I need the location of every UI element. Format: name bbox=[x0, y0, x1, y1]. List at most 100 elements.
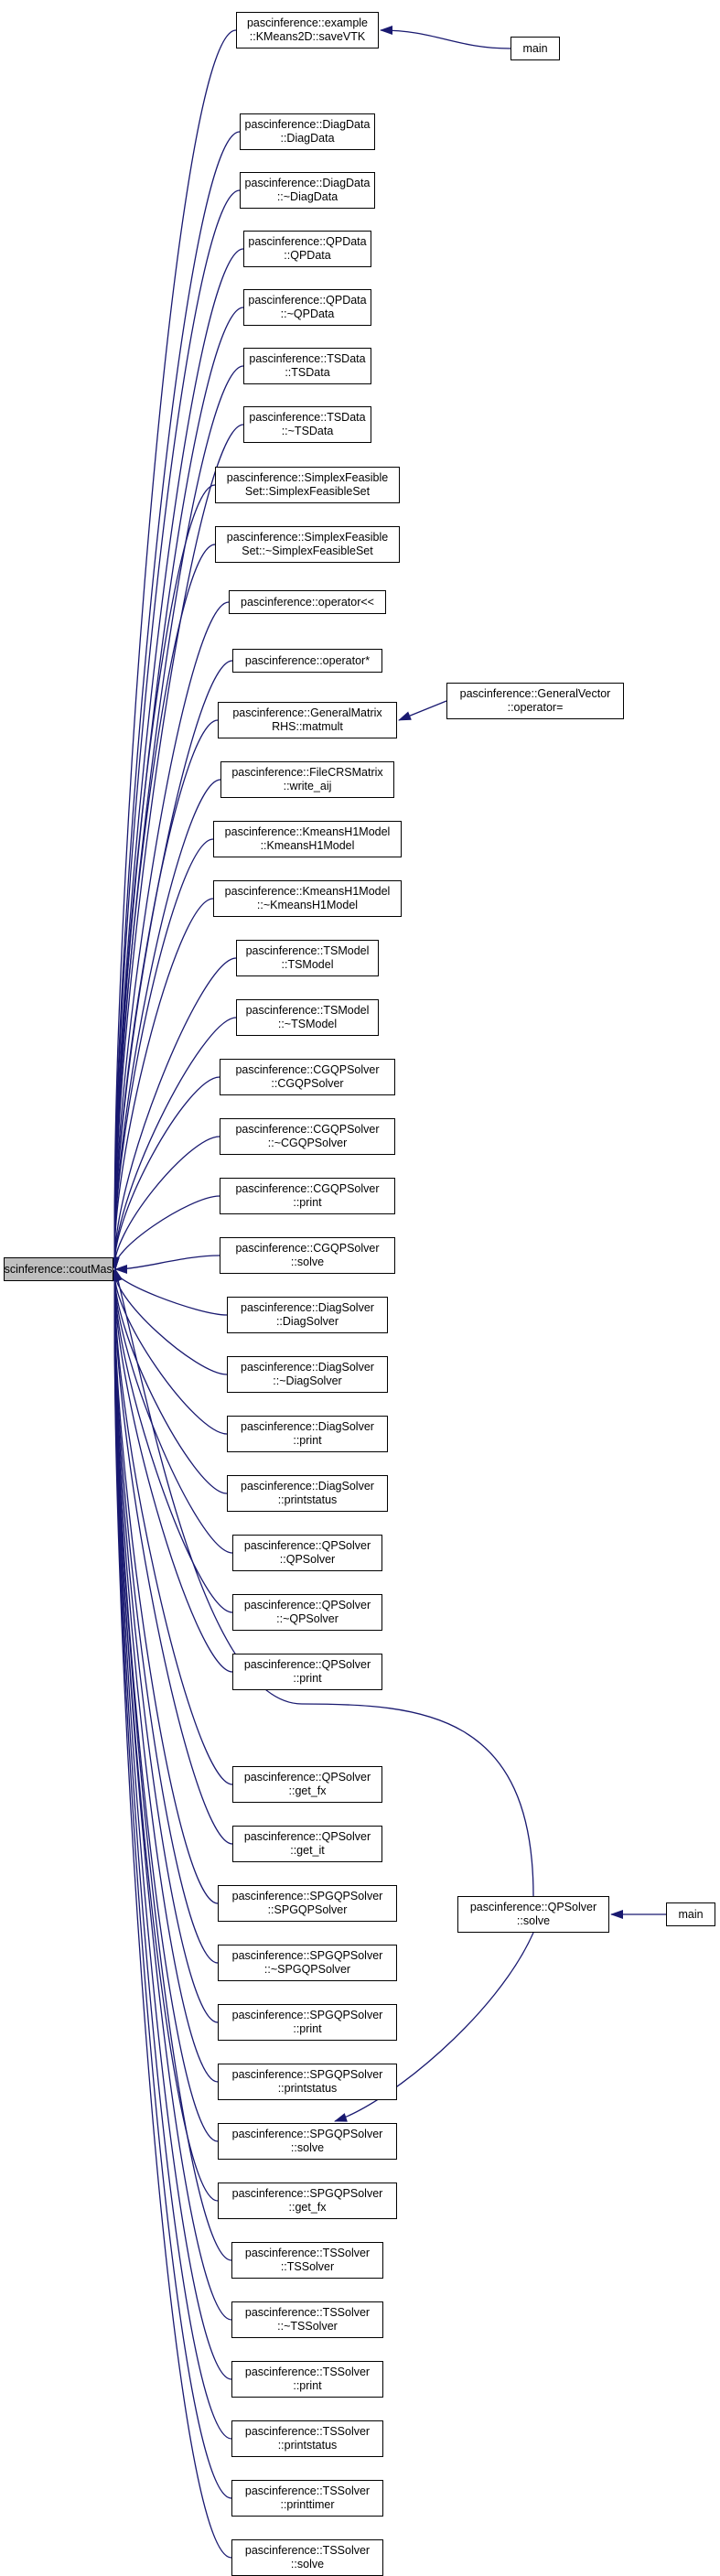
node-label-line: ::solve bbox=[290, 2558, 325, 2571]
call-edge-n1 bbox=[110, 131, 241, 1270]
node-label-line: RHS::matmult bbox=[272, 720, 343, 733]
function-node-n25[interactable]: pascinference::QPSolver::QPSolver bbox=[232, 1535, 382, 1571]
call-edge-n24 bbox=[109, 1268, 228, 1494]
function-node-n20[interactable]: pascinference::CGQPSolver::solve bbox=[220, 1237, 395, 1274]
node-label-line: Set::SimplexFeasibleSet bbox=[244, 485, 371, 498]
node-label-line: pascinference::SPGQPSolver bbox=[231, 1890, 383, 1902]
function-node-n29[interactable]: pascinference::QPSolver::get_it bbox=[232, 1826, 382, 1862]
node-label-line: ::print bbox=[293, 1196, 322, 1209]
call-edge-n15 bbox=[109, 957, 237, 1270]
node-label-line: pascinference::operator<< bbox=[241, 595, 374, 609]
function-node-n30[interactable]: pascinference::SPGQPSolver::SPGQPSolver bbox=[218, 1885, 397, 1922]
function-node-n37[interactable]: pascinference::TSSolver::~TSSolver bbox=[231, 2301, 383, 2338]
call-edge-n14 bbox=[110, 898, 214, 1270]
function-node-n5[interactable]: pascinference::TSData::TSData bbox=[243, 348, 371, 384]
function-node-n22[interactable]: pascinference::DiagSolver::~DiagSolver bbox=[227, 1356, 388, 1393]
call-edge-g1-n11 bbox=[398, 700, 447, 721]
function-node-n16[interactable]: pascinference::TSModel::~TSModel bbox=[236, 999, 379, 1036]
function-node-n35[interactable]: pascinference::SPGQPSolver::get_fx bbox=[218, 2183, 397, 2219]
function-node-n10[interactable]: pascinference::operator* bbox=[232, 649, 382, 673]
function-node-n17[interactable]: pascinference::CGQPSolver::CGQPSolver bbox=[220, 1059, 395, 1095]
node-label-line: pascinference::QPSolver bbox=[243, 1658, 371, 1671]
node-label-line: pascinference::DiagData bbox=[244, 177, 371, 189]
node-label-line: pascinference::QPSolver bbox=[243, 1539, 371, 1552]
function-node-n21[interactable]: pascinference::DiagSolver::DiagSolver bbox=[227, 1297, 388, 1333]
function-node-n19[interactable]: pascinference::CGQPSolver::print bbox=[220, 1178, 395, 1214]
function-node-n13[interactable]: pascinference::KmeansH1Model::KmeansH1Mo… bbox=[213, 821, 402, 857]
node-label-line: pascinference::operator* bbox=[244, 653, 371, 667]
call-edge-n28 bbox=[110, 1268, 233, 1785]
node-label-line: ::~QPData bbox=[280, 307, 335, 320]
call-edge-n16 bbox=[109, 1017, 237, 1270]
node-label-line: ::TSData bbox=[285, 366, 330, 379]
function-node-g1[interactable]: pascinference::GeneralVector::operator= bbox=[446, 683, 624, 719]
function-node-q1[interactable]: pascinference::QPSolver::solve bbox=[457, 1896, 609, 1933]
node-label-line: pascinference::DiagSolver bbox=[241, 1480, 374, 1493]
function-node-n39[interactable]: pascinference::TSSolver::printstatus bbox=[231, 2420, 383, 2457]
function-node-n33[interactable]: pascinference::SPGQPSolver::printstatus bbox=[218, 2064, 397, 2100]
node-label-line: ::solve bbox=[290, 1256, 325, 1268]
node-label-line: pascinference::FileCRSMatrix bbox=[231, 766, 383, 779]
function-node-n3[interactable]: pascinference::QPData::QPData bbox=[243, 231, 371, 267]
node-label-line: ::TSModel bbox=[281, 958, 334, 971]
node-label-line: main bbox=[522, 41, 548, 55]
call-edge-n26 bbox=[109, 1268, 233, 1613]
node-label-line: pascinference::SPGQPSolver bbox=[231, 2068, 383, 2081]
node-label-line: pascinference::SPGQPSolver bbox=[231, 2009, 383, 2021]
node-label-line: ::printtimer bbox=[280, 2498, 335, 2511]
function-node-n24[interactable]: pascinference::DiagSolver::printstatus bbox=[227, 1475, 388, 1512]
function-node-m2[interactable]: main bbox=[666, 1902, 715, 1926]
node-label-line: pascinference::TSSolver bbox=[244, 2366, 371, 2378]
node-label-line: pascinference::TSSolver bbox=[244, 2247, 371, 2259]
node-label-line: pascinference::SPGQPSolver bbox=[231, 1949, 383, 1962]
function-node-n41[interactable]: pascinference::TSSolver::solve bbox=[231, 2539, 383, 2576]
function-node-n27[interactable]: pascinference::QPSolver::print bbox=[232, 1654, 382, 1690]
node-label-line: ::print bbox=[293, 2022, 322, 2035]
function-node-n38[interactable]: pascinference::TSSolver::print bbox=[231, 2361, 383, 2398]
function-node-n14[interactable]: pascinference::KmeansH1Model::~KmeansH1M… bbox=[213, 880, 402, 917]
call-edge-m1-n0 bbox=[380, 26, 511, 49]
function-node-n31[interactable]: pascinference::SPGQPSolver::~SPGQPSolver bbox=[218, 1945, 397, 1981]
node-label-line: ::CGQPSolver bbox=[271, 1077, 344, 1090]
function-node-n40[interactable]: pascinference::TSSolver::printtimer bbox=[231, 2480, 383, 2517]
function-node-n34[interactable]: pascinference::SPGQPSolver::solve bbox=[218, 2123, 397, 2160]
node-label-line: pascinference::TSSolver bbox=[244, 2484, 371, 2497]
node-label-line: ::~SPGQPSolver bbox=[263, 1963, 351, 1976]
node-label-line: ::DiagData bbox=[280, 132, 335, 145]
function-node-m1[interactable]: main bbox=[510, 37, 560, 60]
function-node-n36[interactable]: pascinference::TSSolver::TSSolver bbox=[231, 2242, 383, 2279]
node-label-line: ::QPSolver bbox=[279, 1553, 336, 1566]
function-node-n18[interactable]: pascinference::CGQPSolver::~CGQPSolver bbox=[220, 1118, 395, 1155]
function-node-n28[interactable]: pascinference::QPSolver::get_fx bbox=[232, 1766, 382, 1803]
function-node-n2[interactable]: pascinference::DiagData::~DiagData bbox=[240, 172, 375, 209]
call-edge-n31 bbox=[110, 1268, 219, 1964]
function-node-n26[interactable]: pascinference::QPSolver::~QPSolver bbox=[232, 1594, 382, 1631]
node-label-line: pascinference::DiagData bbox=[244, 118, 371, 131]
function-node-n4[interactable]: pascinference::QPData::~QPData bbox=[243, 289, 371, 326]
node-label-line: ::SPGQPSolver bbox=[267, 1903, 348, 1916]
node-label-line: pascinference::GeneralMatrix bbox=[232, 706, 382, 719]
function-node-n23[interactable]: pascinference::DiagSolver::print bbox=[227, 1416, 388, 1452]
node-label-line: pascinference::TSSolver bbox=[244, 2425, 371, 2438]
function-node-n9[interactable]: pascinference::operator<< bbox=[229, 590, 386, 614]
node-label-line: pascinference::CGQPSolver bbox=[235, 1242, 380, 1255]
root-function-node[interactable]: pascinference::coutMaster bbox=[4, 1257, 113, 1281]
function-node-n32[interactable]: pascinference::SPGQPSolver::print bbox=[218, 2004, 397, 2041]
function-node-n0[interactable]: pascinference::example::KMeans2D::saveVT… bbox=[236, 12, 379, 49]
node-label-line: pascinference::QPData bbox=[248, 235, 367, 248]
node-label-line: pascinference::TSModel bbox=[245, 1004, 370, 1017]
function-node-n15[interactable]: pascinference::TSModel::TSModel bbox=[236, 940, 379, 976]
call-edge-n11 bbox=[110, 719, 219, 1270]
function-node-n1[interactable]: pascinference::DiagData::DiagData bbox=[240, 113, 375, 150]
node-label-line: ::get_fx bbox=[288, 2201, 327, 2214]
node-label-line: ::print bbox=[293, 1434, 322, 1447]
function-node-n12[interactable]: pascinference::FileCRSMatrix::write_aij bbox=[220, 761, 394, 798]
node-label-line: pascinference::SimplexFeasible bbox=[226, 531, 389, 544]
node-label-line: pascinference::KmeansH1Model bbox=[224, 885, 391, 898]
function-node-n6[interactable]: pascinference::TSData::~TSData bbox=[243, 406, 371, 443]
node-label-line: pascinference::TSSolver bbox=[244, 2306, 371, 2319]
